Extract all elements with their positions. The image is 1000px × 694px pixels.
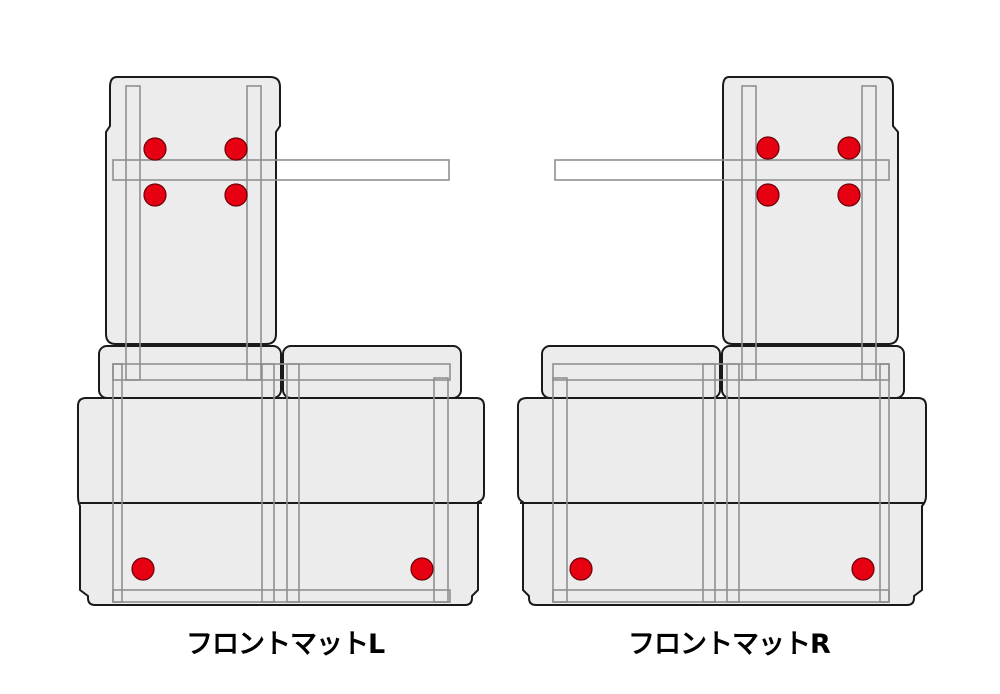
front-mat-left-label: フロントマットL xyxy=(186,629,385,660)
front-mat-right-lower-body xyxy=(517,397,927,606)
front-mat-left-lower-body xyxy=(77,397,485,606)
front-mat-right-rail-8 xyxy=(552,589,890,603)
front-mat-left xyxy=(77,76,485,606)
front-mat-left-upper-pad xyxy=(105,76,281,345)
front-mat-right-hole-5 xyxy=(569,557,593,581)
front-mat-left-rail-8 xyxy=(112,589,451,603)
front-mat-right-label: フロントマットR xyxy=(628,629,831,660)
front-mat-right-upper-pad xyxy=(722,76,899,345)
front-mat-right-clip-bar xyxy=(554,159,890,181)
front-mat-left-hole-3 xyxy=(143,183,167,207)
front-mat-right-hole-3 xyxy=(756,183,780,207)
front-mat-left-hole-1 xyxy=(143,137,167,161)
front-mat-left-clip-bar xyxy=(112,159,450,181)
front-mat-right xyxy=(517,76,927,606)
front-mat-right-hole-4 xyxy=(837,183,861,207)
front-mat-right-middle-pad-a xyxy=(541,345,721,399)
front-mat-left-hole-6 xyxy=(410,557,434,581)
front-mat-right-hole-6 xyxy=(851,557,875,581)
front-mat-right-hole-1 xyxy=(756,136,780,160)
front-mat-left-hole-5 xyxy=(131,557,155,581)
front-mat-left-hole-4 xyxy=(224,183,248,207)
front-mat-right-hole-2 xyxy=(837,136,861,160)
front-mat-left-hole-2 xyxy=(224,137,248,161)
